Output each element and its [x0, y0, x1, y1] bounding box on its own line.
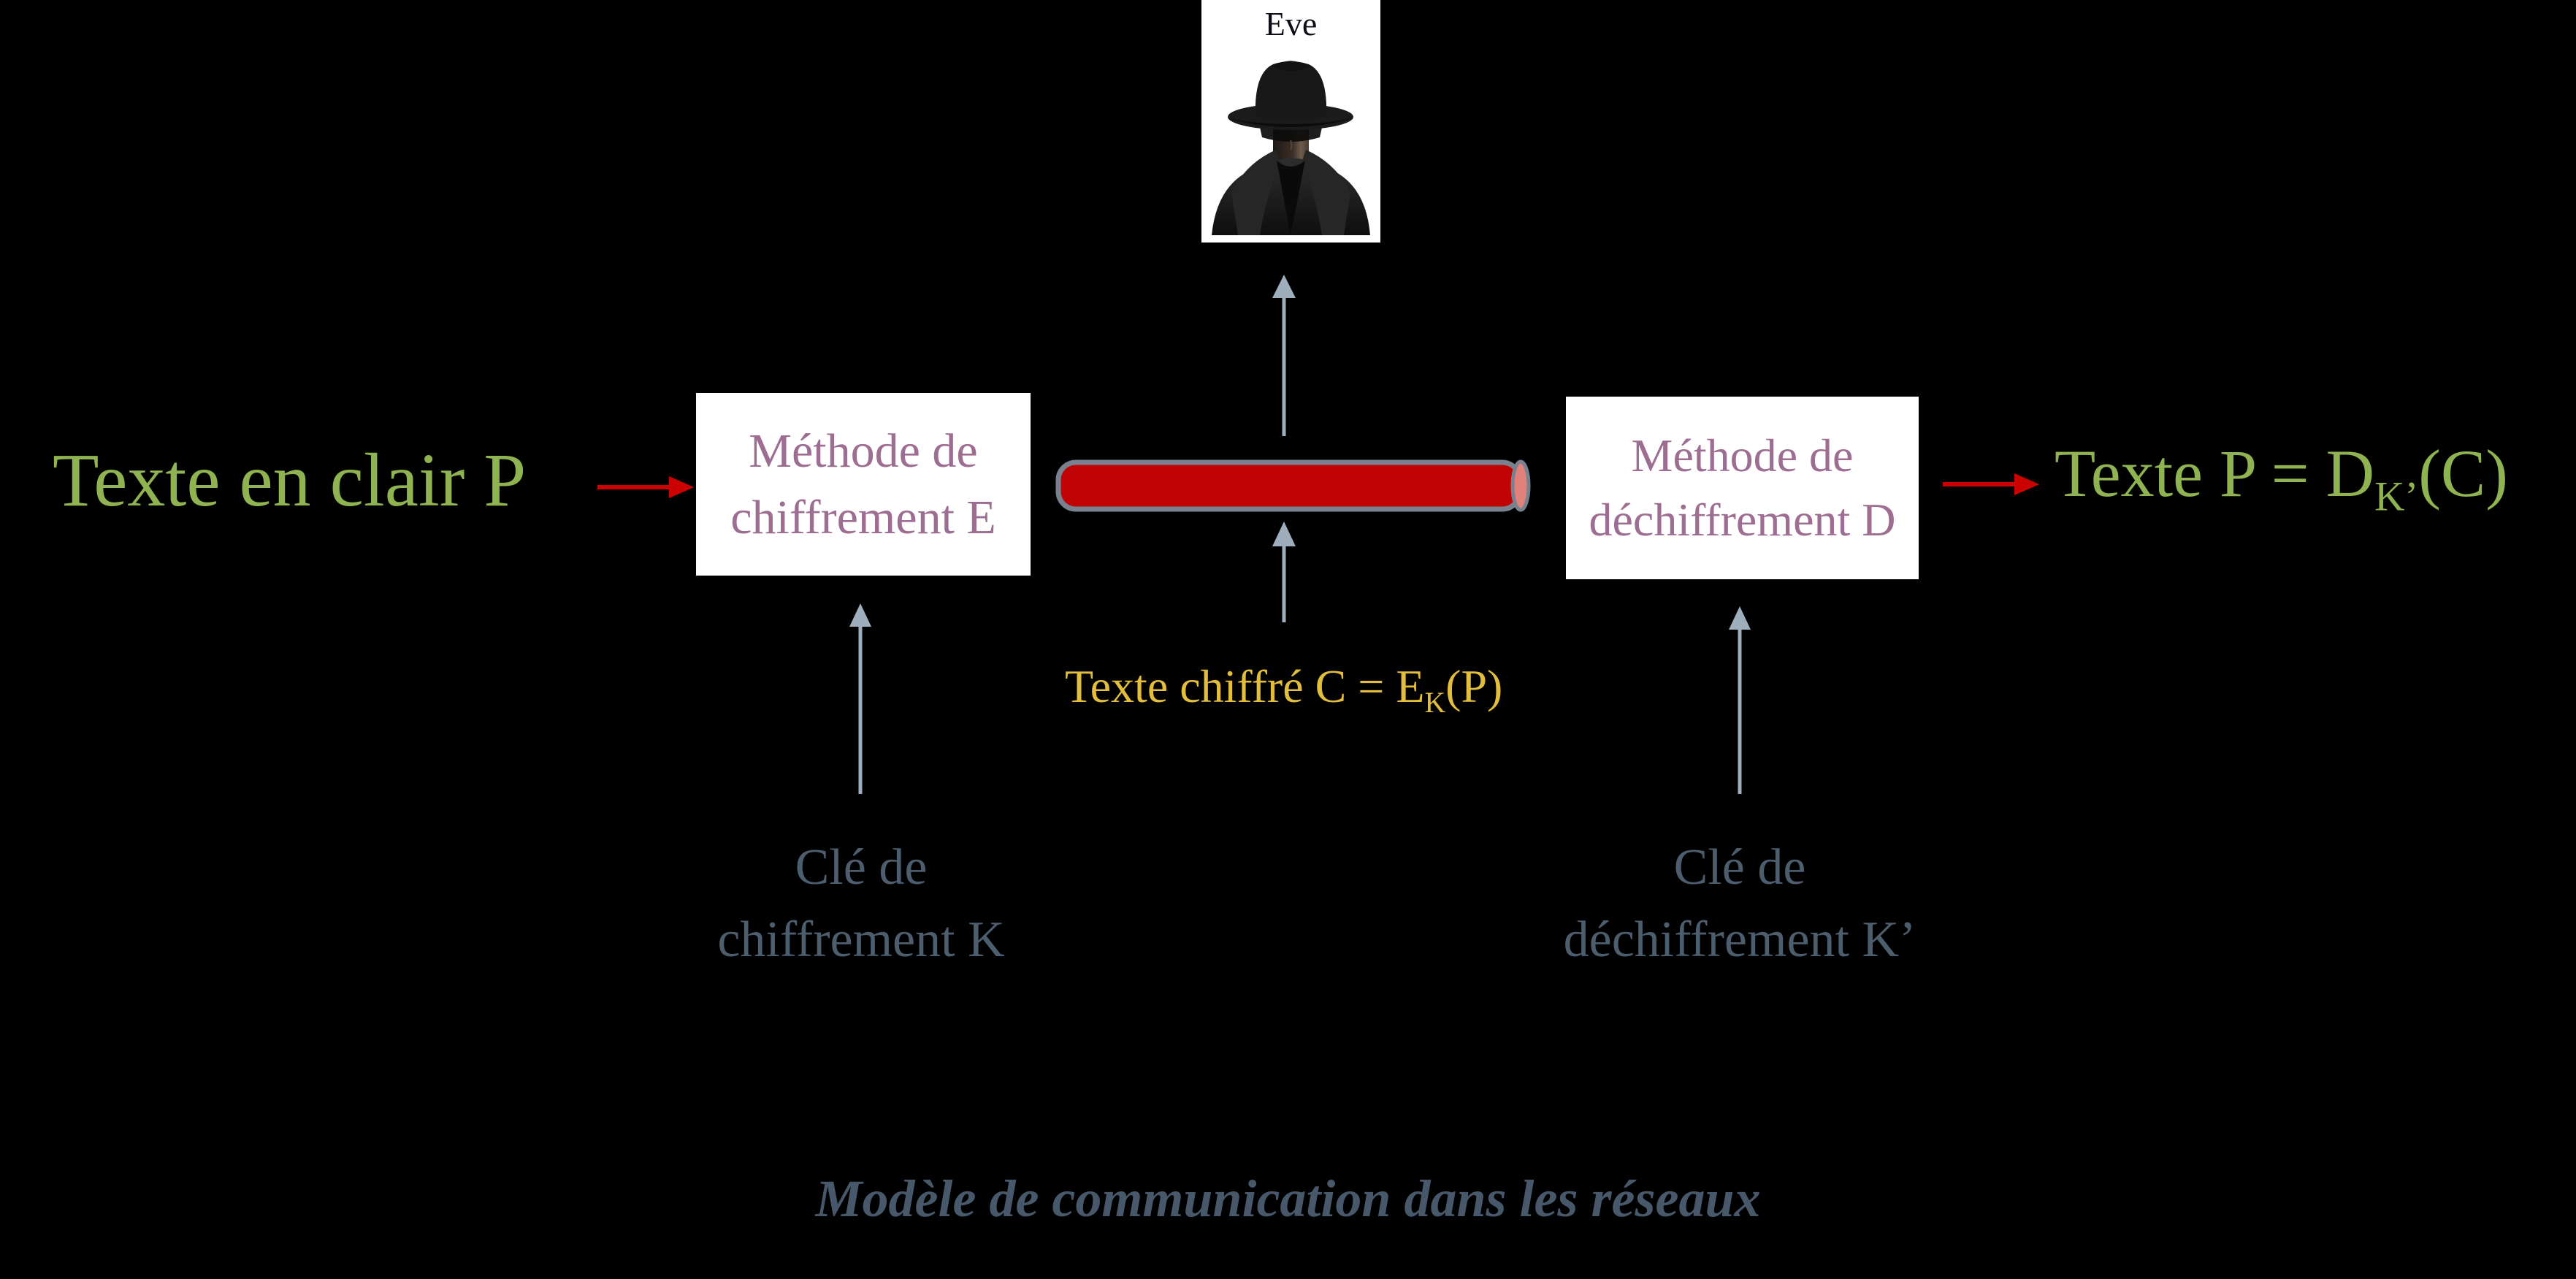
plaintext-label: Texte en clair P: [53, 438, 527, 522]
result-subscript: K’: [2374, 473, 2419, 520]
arrow-key-to-encrypt: [849, 603, 871, 794]
encryption-key-line2: chiffrement K: [717, 912, 1005, 969]
spy-icon: [1212, 61, 1370, 235]
result-prefix: Texte P = D: [2055, 436, 2375, 511]
arrow-key-to-decrypt: [1729, 606, 1751, 794]
ciphertext-prefix: Texte chiffré C = E: [1065, 660, 1425, 712]
arrow-channel-to-eve: [1272, 275, 1296, 436]
encryption-key-label: Clé de chiffrement K: [671, 831, 1051, 977]
decryption-box-line2: déchiffrement D: [1589, 494, 1896, 546]
result-suffix: (C): [2418, 436, 2508, 511]
channel-cylinder: [1055, 459, 1531, 512]
encryption-key-line1: Clé de: [795, 839, 928, 896]
encryption-box-line1: Méthode de: [749, 424, 978, 478]
eve-panel: Eve: [1201, 0, 1380, 243]
encryption-box: Méthode de chiffrement E: [696, 393, 1031, 576]
arrow-decrypt-to-result: [1943, 473, 2039, 495]
decryption-key-line2: déchiffrement K’: [1563, 912, 1916, 969]
eve-label: Eve: [1264, 5, 1318, 42]
encryption-box-line2: chiffrement E: [730, 491, 996, 544]
result-label: Texte P = DK’(C): [2055, 440, 2508, 517]
arrow-ciphertext-to-channel: [1272, 522, 1296, 622]
decryption-box: Méthode de déchiffrement D: [1566, 397, 1919, 579]
arrow-plaintext-to-encrypt: [597, 476, 694, 498]
ciphertext-suffix: (P): [1445, 660, 1503, 712]
decryption-box-line1: Méthode de: [1631, 429, 1854, 481]
ciphertext-subscript: K: [1424, 686, 1446, 719]
decryption-key-line1: Clé de: [1673, 839, 1806, 896]
ciphertext-label: Texte chiffré C = EK(P): [1065, 660, 1503, 717]
decryption-key-label: Clé de déchiffrement K’: [1550, 831, 1930, 977]
caption: Modèle de communication dans les réseaux: [815, 1169, 1761, 1228]
